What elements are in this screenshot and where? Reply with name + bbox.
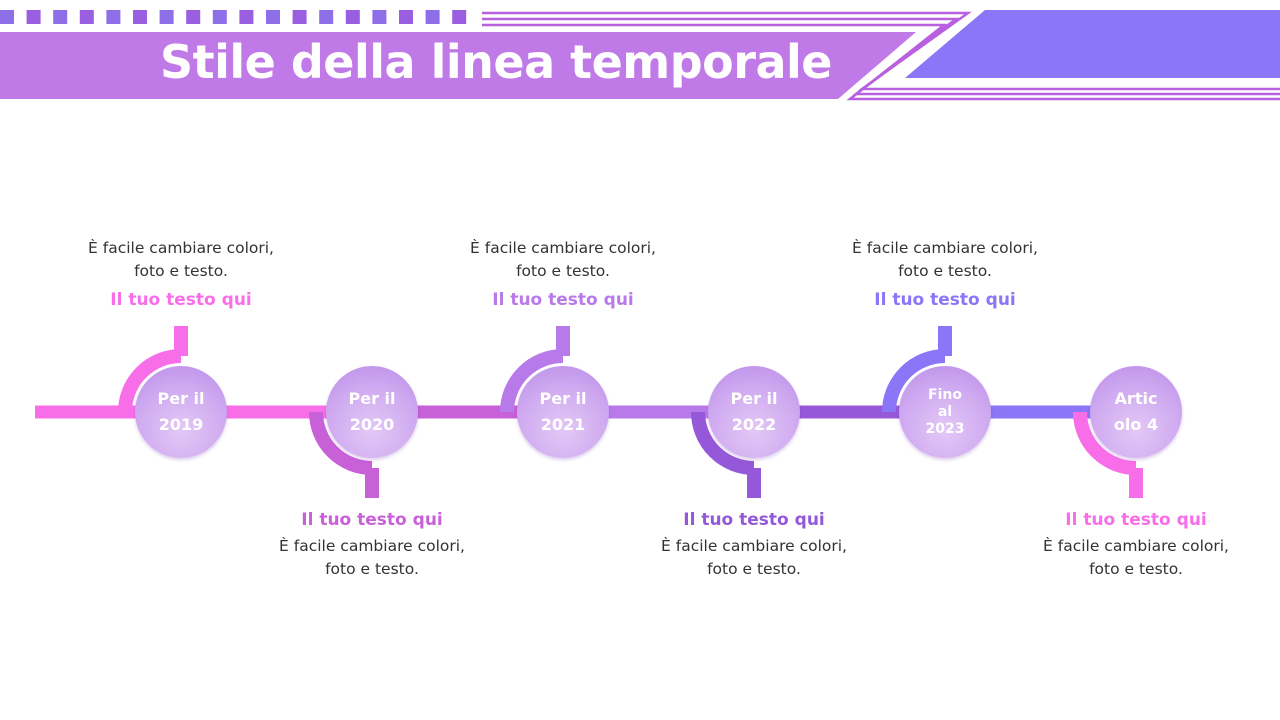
milestone-circle: Per il 2019 — [135, 366, 227, 458]
header-square — [106, 10, 121, 24]
milestone-circle: Per il 2022 — [708, 366, 800, 458]
milestone-label: Fino al 2023 — [925, 386, 965, 437]
header-square — [399, 10, 413, 24]
milestone-label: Artic olo 4 — [1113, 389, 1159, 434]
milestone-circle: Fino al 2023 — [899, 366, 991, 458]
milestone-arc — [118, 349, 182, 413]
milestone-arc — [1073, 411, 1137, 475]
header-square — [53, 10, 68, 24]
header-square — [212, 10, 227, 24]
header-square — [292, 10, 307, 24]
milestone-label: Per il 2022 — [730, 389, 778, 434]
milestone-label: Per il 2021 — [539, 389, 587, 434]
timeline-heading: Il tuo testo qui — [110, 290, 252, 310]
timeline-heading: Il tuo testo qui — [301, 510, 443, 530]
milestone-arc — [882, 349, 946, 413]
milestone-arc — [500, 349, 564, 413]
header-accent-block — [905, 10, 1280, 78]
milestone-label: Per il 2020 — [348, 389, 396, 434]
header-square — [133, 10, 147, 24]
milestone-label: Per il 2019 — [157, 389, 205, 434]
header-square — [26, 10, 41, 24]
header-square — [239, 10, 254, 24]
header-square — [0, 10, 14, 24]
header-square — [186, 10, 201, 24]
header-stripes — [482, 11, 1280, 101]
timeline-heading: Il tuo testo qui — [683, 510, 825, 530]
milestone-arc — [309, 411, 373, 475]
timeline-description: È facile cambiare colori, foto e testo. — [1043, 537, 1229, 578]
timeline-description: È facile cambiare colori, foto e testo. — [279, 537, 465, 578]
header-square — [159, 10, 174, 24]
timeline-description: È facile cambiare colori, foto e testo. — [470, 239, 656, 280]
timeline-heading: Il tuo testo qui — [1065, 510, 1207, 530]
header-square — [345, 10, 360, 24]
timeline-description: È facile cambiare colori, foto e testo. — [661, 537, 847, 578]
header-square — [425, 10, 440, 24]
timeline-heading: Il tuo testo qui — [492, 290, 634, 310]
header-square — [452, 10, 467, 24]
header-square — [266, 10, 280, 24]
milestone-circle: Per il 2020 — [326, 366, 418, 458]
timeline-description: È facile cambiare colori, foto e testo. — [88, 239, 274, 280]
header-square — [372, 10, 387, 24]
timeline-heading: Il tuo testo qui — [874, 290, 1016, 310]
milestone-circle: Artic olo 4 — [1090, 366, 1182, 458]
header-square — [79, 10, 94, 24]
header-squares — [0, 10, 467, 24]
header-decoration — [0, 10, 1280, 101]
header-square — [319, 10, 334, 24]
milestone-circle: Per il 2021 — [517, 366, 609, 458]
timeline-description: È facile cambiare colori, foto e testo. — [852, 239, 1038, 280]
header-title-band — [0, 32, 916, 99]
page-title: Stile della linea temporale — [160, 35, 832, 89]
milestone-arc — [691, 411, 755, 475]
